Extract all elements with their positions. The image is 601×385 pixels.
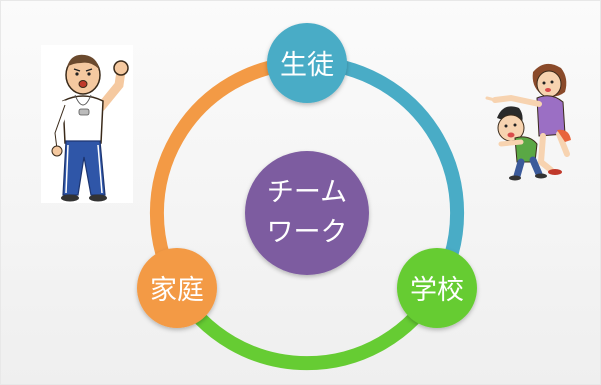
ring-arc-family-to-students [149,56,314,295]
center-node: チーム ワーク [245,151,369,275]
center-label-line1: チーム [267,177,347,208]
node-family-label: 家庭 [150,275,204,306]
ring-arc-students-to-school [300,56,465,295]
children-illustration [485,63,571,181]
ring-arc-school-to-family [170,281,444,371]
node-school: 学校 [397,248,477,328]
coach-illustration [41,45,133,203]
node-family: 家庭 [137,248,217,328]
node-students: 生徒 [267,23,347,103]
node-school-label: 学校 [410,275,464,306]
center-label-line2: ワーク [267,217,348,248]
node-students-label: 生徒 [280,50,334,81]
